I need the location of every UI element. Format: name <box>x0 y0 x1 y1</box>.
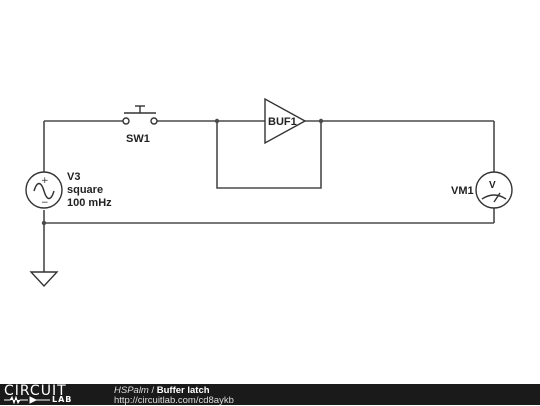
meter-needle <box>493 192 501 203</box>
logo-text-lab: LAB <box>52 395 73 404</box>
schematic-canvas: SW1 BUF1 + − V3 square 100 mHz V VM1 <box>25 97 513 288</box>
switch-contact-right <box>150 117 158 125</box>
buffer-label: BUF1 <box>268 116 297 128</box>
meter-scale-icon <box>481 194 507 200</box>
junction-buffer-output <box>318 118 324 124</box>
voltmeter-circle <box>475 171 513 209</box>
footer-bar: CIRCUIT LAB HSPalm / Buffer latch http:/… <box>0 383 540 406</box>
ground-icon <box>29 271 59 288</box>
logo-waveform-icon <box>4 396 50 404</box>
source-minus-sign: − <box>41 198 49 208</box>
author-link[interactable]: HSPalm <box>114 385 149 396</box>
circuit-byline: HSPalm / Buffer latch <box>114 385 210 396</box>
source-label: V3 <box>67 171 80 183</box>
buffer-triangle <box>264 97 307 145</box>
switch-contact-left <box>122 117 130 125</box>
byline-separator: / <box>148 385 157 396</box>
ground-symbol <box>29 271 59 288</box>
wires <box>43 120 495 272</box>
switch-sw1[interactable]: SW1 <box>122 105 158 145</box>
voltage-source-v3[interactable]: + − V3 square 100 mHz <box>25 171 112 209</box>
buffer-buf1[interactable]: BUF1 <box>264 97 307 145</box>
circuit-url-link[interactable]: http://circuitlab.com/cd8aykb <box>114 395 234 406</box>
voltmeter-vm1[interactable]: V VM1 <box>451 171 513 209</box>
source-frequency: 100 mHz <box>67 197 112 209</box>
logo-text-circuit: CIRCUIT <box>4 383 67 399</box>
sine-wave-icon <box>33 182 55 200</box>
circuitlab-logo[interactable]: CIRCUIT LAB <box>4 383 94 405</box>
voltmeter-symbol: V <box>489 180 496 191</box>
wire-feedback-loop <box>216 121 322 189</box>
voltmeter-label: VM1 <box>451 185 474 197</box>
circuit-title[interactable]: Buffer latch <box>156 385 210 396</box>
junction-buffer-input <box>214 118 220 124</box>
source-waveform: square <box>67 184 103 196</box>
junction-ground <box>41 220 47 226</box>
source-plus-sign: + <box>41 176 49 186</box>
source-circle <box>25 171 63 209</box>
switch-label: SW1 <box>126 133 150 145</box>
